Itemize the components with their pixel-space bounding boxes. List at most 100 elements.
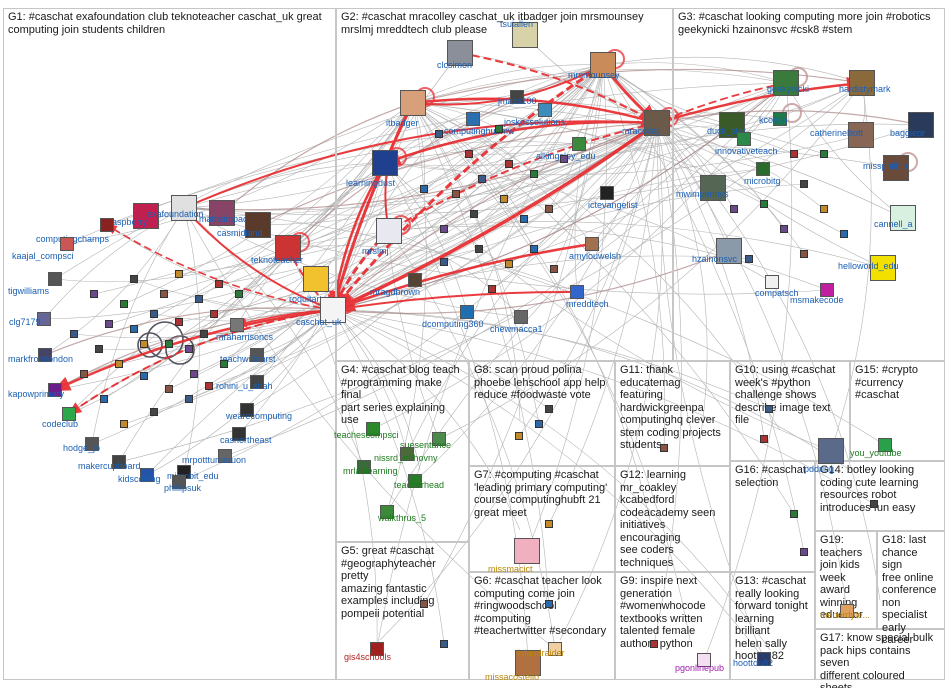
minor-node[interactable] [550, 265, 558, 273]
minor-node[interactable] [505, 260, 513, 268]
minor-node[interactable] [220, 360, 228, 368]
minor-node[interactable] [120, 420, 128, 428]
minor-node[interactable] [530, 245, 538, 253]
minor-node[interactable] [780, 225, 788, 233]
minor-node[interactable] [800, 548, 808, 556]
minor-node[interactable] [140, 372, 148, 380]
minor-node[interactable] [100, 395, 108, 403]
group-label: G1: #caschat exafoundation club teknotea… [8, 11, 322, 36]
minor-node[interactable] [545, 405, 553, 413]
minor-node[interactable] [760, 435, 768, 443]
minor-node[interactable] [840, 230, 848, 238]
minor-node[interactable] [790, 510, 798, 518]
minor-node[interactable] [190, 370, 198, 378]
minor-node[interactable] [790, 150, 798, 158]
minor-node[interactable] [150, 310, 158, 318]
minor-node[interactable] [185, 395, 193, 403]
minor-node[interactable] [165, 385, 173, 393]
group-g17: G17: know special bulk pack hips contain… [815, 629, 945, 688]
minor-node[interactable] [165, 340, 173, 348]
minor-node[interactable] [420, 600, 428, 608]
minor-node[interactable] [730, 205, 738, 213]
minor-node[interactable] [105, 320, 113, 328]
minor-node[interactable] [650, 640, 658, 648]
minor-node[interactable] [80, 370, 88, 378]
group-label: G4: #caschat blog teach #programming mak… [341, 364, 460, 426]
minor-node[interactable] [745, 255, 753, 263]
minor-node[interactable] [160, 290, 168, 298]
minor-node[interactable] [70, 330, 78, 338]
minor-node[interactable] [820, 205, 828, 213]
node-label: mrslmj [362, 246, 389, 256]
minor-node[interactable] [435, 130, 443, 138]
minor-node[interactable] [800, 250, 808, 258]
minor-node[interactable] [452, 190, 460, 198]
edge [388, 230, 556, 650]
minor-node[interactable] [465, 150, 473, 158]
avatar [756, 162, 770, 176]
avatar [376, 218, 402, 244]
minor-node[interactable] [95, 345, 103, 353]
minor-node[interactable] [205, 382, 213, 390]
edge [412, 102, 845, 235]
minor-node[interactable] [115, 360, 123, 368]
minor-node[interactable] [420, 185, 428, 193]
node-label: walkthrus_5 [378, 513, 427, 523]
minor-node[interactable] [200, 330, 208, 338]
minor-node[interactable] [530, 170, 538, 178]
minor-node[interactable] [488, 285, 496, 293]
node-label: chewmacca1 [490, 324, 543, 334]
minor-node[interactable] [120, 300, 128, 308]
node-label: roqultart [289, 294, 323, 304]
minor-node[interactable] [495, 125, 503, 133]
minor-node[interactable] [130, 325, 138, 333]
minor-node[interactable] [560, 155, 568, 163]
minor-node[interactable] [440, 225, 448, 233]
group-label: G2: #caschat mracolley caschat_uk itbadg… [341, 11, 644, 36]
avatar [140, 468, 154, 482]
minor-node[interactable] [545, 520, 553, 528]
minor-node[interactable] [195, 295, 203, 303]
minor-node[interactable] [820, 150, 828, 158]
avatar [538, 103, 552, 117]
minor-node[interactable] [520, 215, 528, 223]
minor-node[interactable] [235, 290, 243, 298]
edge [472, 64, 604, 120]
minor-node[interactable] [150, 408, 158, 416]
minor-node[interactable] [505, 160, 513, 168]
minor-node[interactable] [535, 420, 543, 428]
minor-node[interactable] [870, 500, 878, 508]
edge [183, 207, 886, 446]
minor-node[interactable] [140, 340, 148, 348]
minor-node[interactable] [478, 175, 486, 183]
minor-node[interactable] [470, 210, 478, 218]
minor-node[interactable] [175, 270, 183, 278]
node-label: exafoundation [147, 209, 204, 219]
minor-node[interactable] [175, 318, 183, 326]
minor-node[interactable] [215, 280, 223, 288]
edge [412, 102, 550, 605]
minor-node[interactable] [130, 275, 138, 283]
avatar [757, 652, 771, 666]
minor-node[interactable] [545, 600, 553, 608]
minor-node[interactable] [185, 345, 193, 353]
minor-node[interactable] [545, 205, 553, 213]
edge [329, 102, 415, 313]
minor-node[interactable] [515, 432, 523, 440]
minor-node[interactable] [475, 245, 483, 253]
minor-node[interactable] [800, 180, 808, 188]
minor-node[interactable] [440, 258, 448, 266]
minor-node[interactable] [210, 310, 218, 318]
avatar [232, 427, 246, 441]
minor-node[interactable] [500, 195, 508, 203]
minor-node[interactable] [660, 444, 668, 452]
minor-node[interactable] [765, 405, 773, 413]
minor-node[interactable] [760, 200, 768, 208]
minor-node[interactable] [440, 640, 448, 648]
node-label: mwimpennys [676, 189, 729, 199]
group-label: G11: thank educatemag featuring hardwick… [620, 364, 721, 451]
node-label: markfromlondon [8, 354, 74, 364]
group-label: G10: using #caschat week's #python chall… [735, 364, 836, 426]
minor-node[interactable] [90, 290, 98, 298]
